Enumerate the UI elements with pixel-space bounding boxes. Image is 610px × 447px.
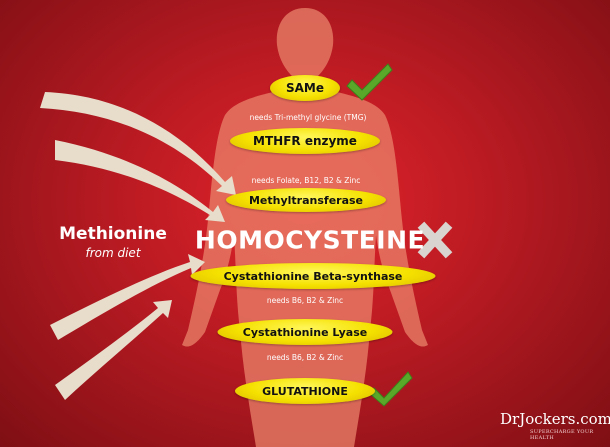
methionine-subtitle: from diet [85, 246, 141, 260]
methionine-title: Methionine [59, 224, 167, 244]
tmg-caption: needs Tri-methyl glycine (TMG) [249, 113, 367, 122]
lyase-node: Cystathionine Lyase [217, 319, 393, 345]
homocysteine-label: HOMOCYSTEINE [194, 225, 426, 255]
arrow-2 [55, 140, 225, 222]
b6-caption-1: needs B6, B2 & Zinc [266, 296, 344, 305]
b6-caption-2: needs B6, B2 & Zinc [266, 353, 344, 362]
check-icon [346, 63, 393, 101]
mthfr-node: MTHFR enzyme [230, 128, 380, 154]
cbs-node: Cystathionine Beta-synthase [190, 263, 436, 289]
arrow-1 [40, 92, 236, 195]
arrows-from-diet [40, 92, 236, 400]
cross-icon [417, 221, 453, 259]
arrow-4 [55, 300, 172, 400]
arrow-3 [50, 254, 205, 340]
check-icon [368, 371, 413, 407]
methyltransferase-node: Methyltransferase [226, 188, 386, 212]
brand-logo: DrJockers.com [500, 410, 610, 428]
glutathione-node: GLUTATHIONE [235, 378, 375, 404]
same-node: SAMe [270, 75, 340, 101]
brand-tagline: SUPERCHARGE YOUR HEALTH [530, 429, 594, 441]
folate-caption: needs Folate, B12, B2 & Zinc [251, 176, 361, 185]
